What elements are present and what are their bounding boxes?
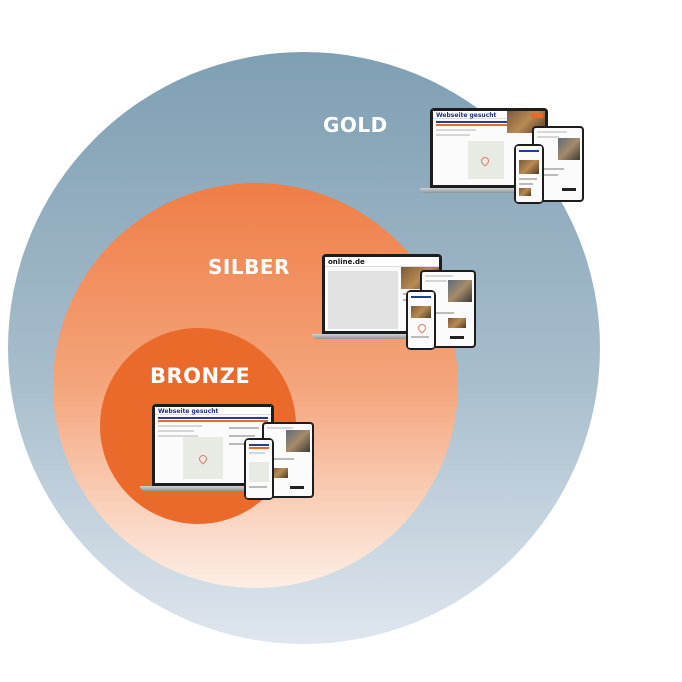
gold-phone-mockup — [514, 144, 544, 204]
bronze-site-logo: Webseite gesucht — [158, 408, 219, 415]
bronze-tablet-mockup — [262, 422, 314, 498]
silber-site-logo: online.de — [328, 258, 365, 266]
bronze-device-mockups: Webseite gesucht — [140, 402, 318, 502]
bronze-tier-label: BRONZE — [150, 364, 251, 388]
gold-tier-label: GOLD — [323, 113, 388, 137]
silber-device-mockups: online.de — [312, 252, 480, 352]
gold-site-logo: Webseite gesucht — [436, 112, 497, 119]
location-pin-icon — [416, 322, 428, 334]
gold-laptop-mockup: Webseite gesucht — [420, 108, 558, 196]
silber-phone-mockup — [406, 290, 436, 350]
gold-device-mockups: Webseite gesucht — [420, 108, 588, 208]
bronze-phone-mockup — [244, 438, 274, 500]
silber-tier-label: SILBER — [208, 255, 290, 279]
